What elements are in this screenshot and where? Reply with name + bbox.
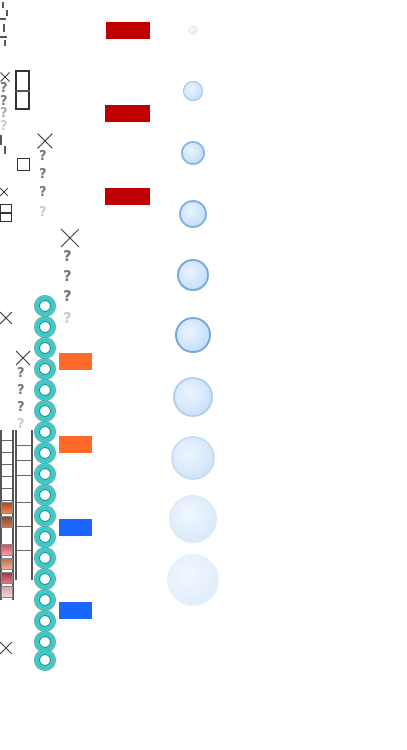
color-swatch[interactable] bbox=[1, 558, 13, 570]
frame-divider bbox=[15, 90, 30, 92]
ring-node[interactable] bbox=[35, 401, 55, 421]
question-icon: ? bbox=[39, 205, 47, 220]
dash-mark bbox=[0, 36, 7, 38]
question-icon: ? bbox=[0, 81, 8, 96]
ring-node[interactable] bbox=[35, 527, 55, 547]
ring-node[interactable] bbox=[35, 422, 55, 442]
dash-mark bbox=[0, 18, 6, 20]
dash-mark bbox=[4, 146, 6, 154]
ladder-rung bbox=[17, 526, 31, 527]
bubble[interactable] bbox=[181, 141, 205, 165]
bubble[interactable] bbox=[171, 436, 215, 480]
ladder-rung bbox=[17, 475, 31, 476]
ring-node[interactable] bbox=[35, 611, 55, 631]
ladder-rung bbox=[2, 476, 12, 477]
ring-node[interactable] bbox=[35, 317, 55, 337]
ladder-rung bbox=[2, 452, 12, 453]
ladder-rung bbox=[2, 464, 12, 465]
dash-mark bbox=[4, 40, 6, 46]
close-icon[interactable] bbox=[0, 188, 8, 196]
small-square[interactable] bbox=[17, 158, 30, 171]
ring-node[interactable] bbox=[35, 569, 55, 589]
ladder-rung bbox=[17, 445, 31, 446]
ladder-left bbox=[0, 430, 14, 600]
question-icon: ? bbox=[17, 400, 25, 415]
close-icon[interactable] bbox=[61, 229, 79, 247]
ladder-rung bbox=[17, 502, 31, 503]
ring-node[interactable] bbox=[35, 650, 55, 670]
question-icon: ? bbox=[17, 366, 25, 381]
question-icon: ? bbox=[39, 185, 47, 200]
ladder-right bbox=[15, 430, 33, 580]
dash-mark bbox=[3, 24, 5, 32]
question-icon: ? bbox=[0, 94, 8, 109]
bubble[interactable] bbox=[173, 377, 213, 417]
close-icon[interactable] bbox=[0, 72, 9, 81]
close-icon[interactable] bbox=[16, 351, 30, 365]
color-swatch[interactable] bbox=[1, 586, 13, 598]
close-icon[interactable] bbox=[0, 312, 12, 324]
orange-bar[interactable] bbox=[59, 353, 92, 370]
question-icon: ? bbox=[63, 309, 72, 327]
question-icon: ? bbox=[63, 287, 72, 305]
ring-node[interactable] bbox=[35, 380, 55, 400]
close-icon[interactable] bbox=[0, 642, 12, 654]
bubble[interactable] bbox=[177, 259, 209, 291]
ladder-rung bbox=[17, 550, 31, 551]
color-swatch[interactable] bbox=[1, 544, 13, 556]
ring-node[interactable] bbox=[35, 464, 55, 484]
ring-node[interactable] bbox=[35, 485, 55, 505]
bubble[interactable] bbox=[179, 200, 207, 228]
stacked-box bbox=[0, 204, 12, 213]
close-icon[interactable] bbox=[37, 133, 52, 148]
question-icon: ? bbox=[63, 267, 72, 285]
dash-mark bbox=[0, 135, 2, 145]
ring-node[interactable] bbox=[35, 296, 55, 316]
bubble[interactable] bbox=[188, 25, 198, 35]
red-bar[interactable] bbox=[105, 188, 150, 205]
ladder-rung bbox=[2, 440, 12, 441]
ladder-rung bbox=[2, 500, 12, 501]
question-icon: ? bbox=[39, 149, 47, 164]
blue-bar[interactable] bbox=[59, 519, 92, 536]
bubble[interactable] bbox=[169, 495, 217, 543]
bubble[interactable] bbox=[183, 81, 203, 101]
ring-node[interactable] bbox=[35, 338, 55, 358]
ring-node[interactable] bbox=[35, 590, 55, 610]
red-bar[interactable] bbox=[105, 105, 150, 122]
ladder-rung bbox=[17, 460, 31, 461]
left-fragment-strip bbox=[0, 0, 12, 50]
question-icon: ? bbox=[17, 383, 25, 398]
stacked-box bbox=[0, 213, 12, 222]
dash-mark bbox=[2, 2, 4, 8]
ring-node[interactable] bbox=[35, 632, 55, 652]
question-icon: ? bbox=[0, 119, 8, 134]
color-swatch[interactable] bbox=[1, 516, 13, 528]
bubble[interactable] bbox=[167, 554, 219, 606]
ladder-rung bbox=[2, 488, 12, 489]
orange-bar[interactable] bbox=[59, 436, 92, 453]
ring-node[interactable] bbox=[35, 359, 55, 379]
color-swatch[interactable] bbox=[1, 502, 13, 514]
red-bar[interactable] bbox=[106, 22, 150, 39]
question-icon: ? bbox=[0, 106, 8, 121]
blue-bar[interactable] bbox=[59, 602, 92, 619]
ring-node[interactable] bbox=[35, 548, 55, 568]
ring-node[interactable] bbox=[35, 443, 55, 463]
bubble[interactable] bbox=[175, 317, 211, 353]
ring-node[interactable] bbox=[35, 506, 55, 526]
dash-mark bbox=[6, 10, 8, 16]
question-icon: ? bbox=[17, 417, 25, 432]
question-icon: ? bbox=[39, 167, 47, 182]
color-swatch[interactable] bbox=[1, 572, 13, 584]
question-icon: ? bbox=[63, 247, 72, 265]
